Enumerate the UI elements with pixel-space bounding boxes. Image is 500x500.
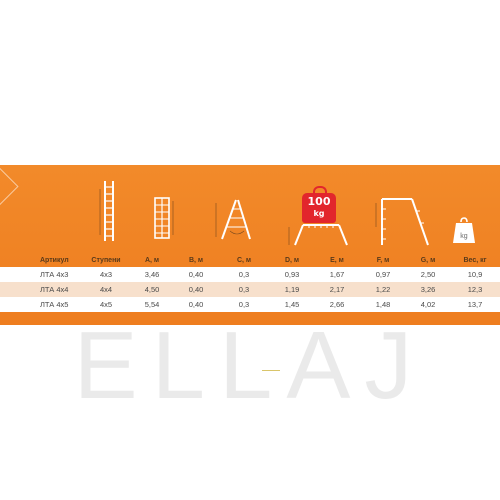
table-header-row: Артикул Ступени А, м В, м С, м D, м E, м… <box>0 253 500 267</box>
table-cell: 0,40 <box>174 297 218 312</box>
table-cell: 2,66 <box>314 297 360 312</box>
table-cell: 1,48 <box>360 297 406 312</box>
table-cell: 3,26 <box>406 282 450 297</box>
header-f: F, м <box>376 256 390 264</box>
ladder-platform-icon <box>285 221 355 247</box>
table-cell: 12,3 <box>450 282 500 297</box>
header-e: E, м <box>330 256 344 264</box>
table-cell: 0,93 <box>270 267 314 282</box>
table-cell: 3,46 <box>130 267 174 282</box>
ladder-extended-icon <box>98 179 120 243</box>
weight-icon-unit: kg <box>460 233 468 240</box>
header-a: А, м <box>144 256 160 264</box>
table-cell: 1,19 <box>270 282 314 297</box>
table-cell: 4х4 <box>82 282 130 297</box>
header-steps: Ступени <box>91 256 121 264</box>
header-b: В, м <box>188 256 204 264</box>
load-capacity-badge: 100 kg <box>302 186 336 223</box>
product-spec-banner: kg 100 kg Артикул Ступени А, м В, м С, м… <box>0 165 500 325</box>
table-cell: 0,40 <box>174 282 218 297</box>
table-cell: 0,3 <box>218 297 270 312</box>
table-cell: 4х3 <box>82 267 130 282</box>
table-cell: 5,54 <box>130 297 174 312</box>
header-weight: Вес, кг <box>463 256 487 264</box>
table-cell: 0,97 <box>360 267 406 282</box>
header-article: Артикул <box>40 256 69 264</box>
table-row: ЛТА 4х4 4х4 4,50 0,40 0,3 1,19 2,17 1,22… <box>0 282 500 297</box>
dimension-icons-row: kg <box>0 173 500 251</box>
table-cell: 1,67 <box>314 267 360 282</box>
ladder-scaffold-icon <box>372 193 434 249</box>
table-cell: 0,3 <box>218 282 270 297</box>
table-cell: 4х5 <box>82 297 130 312</box>
header-g: G, м <box>420 256 436 264</box>
table-cell: ЛТА 4х4 <box>0 282 82 297</box>
weight-icon: kg <box>452 217 476 245</box>
ladder-a-frame-icon <box>208 197 254 241</box>
load-capacity-unit: kg <box>313 209 325 218</box>
table-cell: ЛТА 4х3 <box>0 267 82 282</box>
specs-table: Артикул Ступени А, м В, м С, м D, м E, м… <box>0 253 500 312</box>
table-cell: 1,22 <box>360 282 406 297</box>
table-cell: 0,3 <box>218 267 270 282</box>
table-row: ЛТА 4х5 4х5 5,54 0,40 0,3 1,45 2,66 1,48… <box>0 297 500 312</box>
watermark-accent-line <box>262 370 280 371</box>
header-c: С, м <box>236 256 252 264</box>
table-cell: 13,7 <box>450 297 500 312</box>
table-cell: 2,17 <box>314 282 360 297</box>
table-cell: ЛТА 4х5 <box>0 297 82 312</box>
specs-table-wrapper: Артикул Ступени А, м В, м С, м D, м E, м… <box>0 253 500 312</box>
table-cell: 1,45 <box>270 297 314 312</box>
table-cell: 10,9 <box>450 267 500 282</box>
ladder-folded-icon <box>150 195 176 241</box>
watermark-text: ELLAJ <box>73 312 427 419</box>
header-d: D, м <box>284 256 300 264</box>
load-capacity-value: 100 <box>307 195 331 208</box>
table-cell: 2,50 <box>406 267 450 282</box>
table-cell: 4,02 <box>406 297 450 312</box>
table-row: ЛТА 4х3 4х3 3,46 0,40 0,3 0,93 1,67 0,97… <box>0 267 500 282</box>
table-cell: 0,40 <box>174 267 218 282</box>
table-cell: 4,50 <box>130 282 174 297</box>
